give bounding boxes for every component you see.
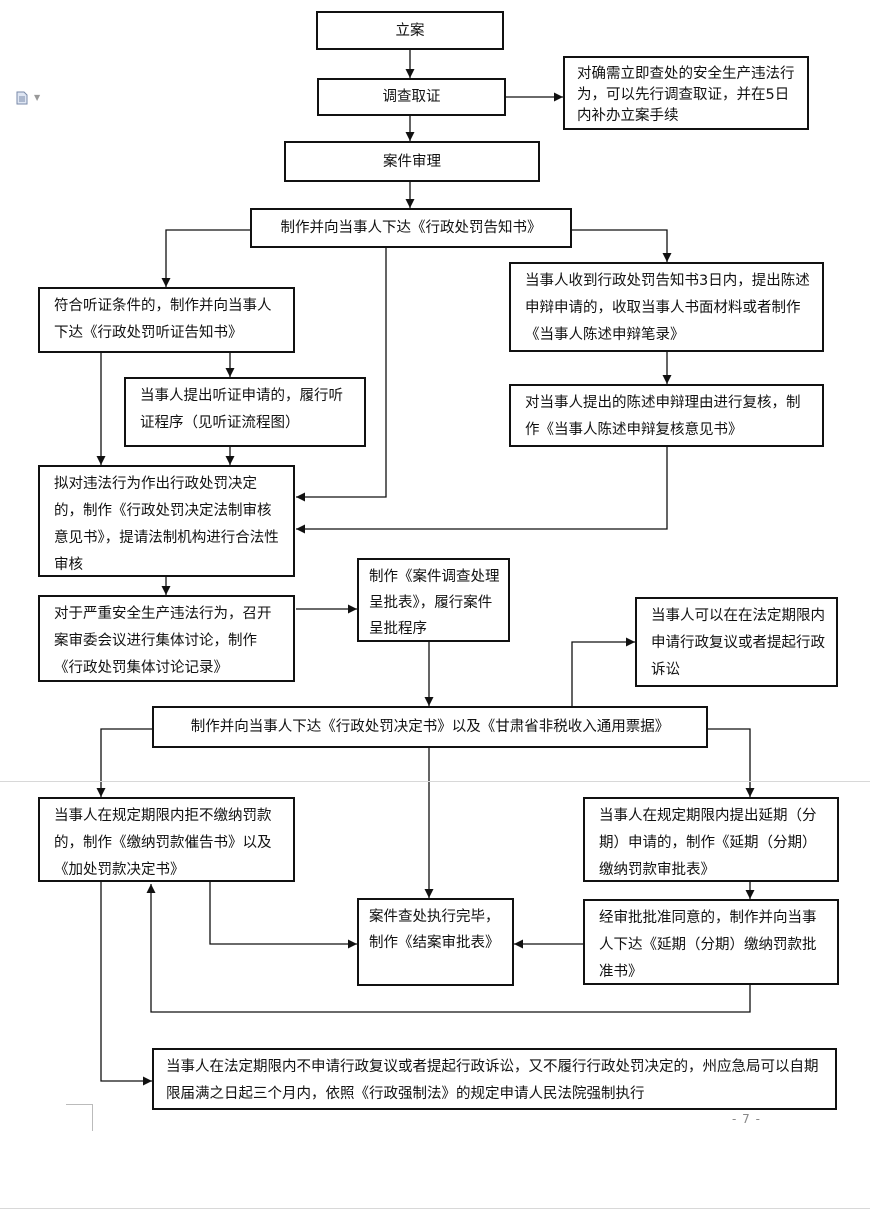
statement-application-text: 当事人收到行政处罚告知书3日内，提出陈述申辩申请的，收取当事人书面材料或者制作《… — [525, 273, 810, 343]
hearing-notice-text: 符合听证条件的，制作并向当事人下达《行政处罚听证告知书》 — [54, 298, 272, 341]
dropdown-caret-icon[interactable]: ▼ — [34, 93, 41, 102]
case-closure-text: 案件查处执行完毕，制作《结案审批表》 — [369, 909, 500, 951]
court-enforcement-text: 当事人在法定期限内不申请行政复议或者提起行政诉讼，又不履行行政处罚决定的，州应急… — [166, 1059, 819, 1102]
investigate-box: 调查取证 — [317, 78, 506, 116]
deferral-application-box: 当事人在规定期限内提出延期（分期）申请的，制作《延期（分期）缴纳罚款审批表》 — [583, 797, 839, 882]
legal-review-text: 拟对违法行为作出行政处罚决定的，制作《行政处罚决定法制审核意见书》，提请法制机构… — [54, 476, 279, 573]
page-bottom-line — [0, 1208, 870, 1209]
hearing-application-text: 当事人提出听证申请的，履行听证程序（见听证流程图） — [140, 388, 343, 431]
hearing-notice-box: 符合听证条件的，制作并向当事人下达《行政处罚听证告知书》 — [38, 287, 295, 353]
penalty-decision-text: 制作并向当事人下达《行政处罚决定书》以及《甘肃省非税收入通用票据》 — [190, 719, 670, 735]
register-box: 立案 — [316, 11, 504, 50]
case-review-box: 案件审理 — [284, 141, 540, 182]
margin-corner-mark — [66, 1104, 93, 1131]
deferral-approved-box: 经审批批准同意的，制作并向当事人下达《延期（分期）缴纳罚款批准书》 — [583, 899, 839, 985]
refuse-payment-box: 当事人在规定期限内拒不缴纳罚款的，制作《缴纳罚款催告书》以及《加处罚款决定书》 — [38, 797, 295, 882]
page-number: - 7 - — [732, 1112, 761, 1126]
refuse-payment-text: 当事人在规定期限内拒不缴纳罚款的，制作《缴纳罚款催告书》以及《加处罚款决定书》 — [54, 808, 272, 878]
court-enforcement-box: 当事人在法定期限内不申请行政复议或者提起行政诉讼，又不履行行政处罚决定的，州应急… — [152, 1048, 837, 1110]
legal-review-box: 拟对违法行为作出行政处罚决定的，制作《行政处罚决定法制审核意见书》，提请法制机构… — [38, 465, 295, 577]
case-closure-box: 案件查处执行完毕，制作《结案审批表》 — [357, 898, 514, 986]
statement-review-box: 对当事人提出的陈述申辩理由进行复核，制作《当事人陈述申辩复核意见书》 — [509, 384, 824, 447]
reconsideration-box: 当事人可以在在法定期限内申请行政复议或者提起行政诉讼 — [635, 597, 838, 687]
page-break-line — [0, 781, 870, 782]
reconsideration-text: 当事人可以在在法定期限内申请行政复议或者提起行政诉讼 — [651, 608, 825, 678]
collective-discussion-text: 对于严重安全生产违法行为，召开案审委会议进行集体讨论，制作《行政处罚集体讨论记录… — [54, 606, 272, 676]
deferral-application-text: 当事人在规定期限内提出延期（分期）申请的，制作《延期（分期）缴纳罚款审批表》 — [599, 808, 817, 878]
register-text: 立案 — [395, 22, 425, 39]
statement-review-text: 对当事人提出的陈述申辩理由进行复核，制作《当事人陈述申辩复核意见书》 — [525, 395, 801, 438]
penalty-notice-box: 制作并向当事人下达《行政处罚告知书》 — [250, 208, 572, 248]
statement-application-box: 当事人收到行政处罚告知书3日内，提出陈述申辩申请的，收取当事人书面材料或者制作《… — [509, 262, 824, 352]
document-icon[interactable] — [16, 90, 28, 105]
immediate-investigation-note-text: 对确需立即查处的安全生产违法行为，可以先行调查取证，并在5日内补办立案手续 — [577, 66, 795, 124]
hearing-application-box: 当事人提出听证申请的，履行听证程序（见听证流程图） — [124, 377, 366, 447]
case-approval-box: 制作《案件调查处理呈批表》，履行案件呈批程序 — [357, 558, 510, 642]
deferral-approved-text: 经审批批准同意的，制作并向当事人下达《延期（分期）缴纳罚款批准书》 — [599, 910, 817, 980]
case-review-text: 案件审理 — [383, 153, 441, 170]
case-approval-text: 制作《案件调查处理呈批表》，履行案件呈批程序 — [369, 569, 500, 637]
collective-discussion-box: 对于严重安全生产违法行为，召开案审委会议进行集体讨论，制作《行政处罚集体讨论记录… — [38, 595, 295, 682]
penalty-notice-text: 制作并向当事人下达《行政处罚告知书》 — [280, 220, 542, 236]
investigate-text: 调查取证 — [382, 89, 441, 105]
penalty-decision-box: 制作并向当事人下达《行政处罚决定书》以及《甘肃省非税收入通用票据》 — [152, 706, 708, 748]
immediate-investigation-note-box: 对确需立即查处的安全生产违法行为，可以先行调查取证，并在5日内补办立案手续 — [563, 56, 809, 130]
